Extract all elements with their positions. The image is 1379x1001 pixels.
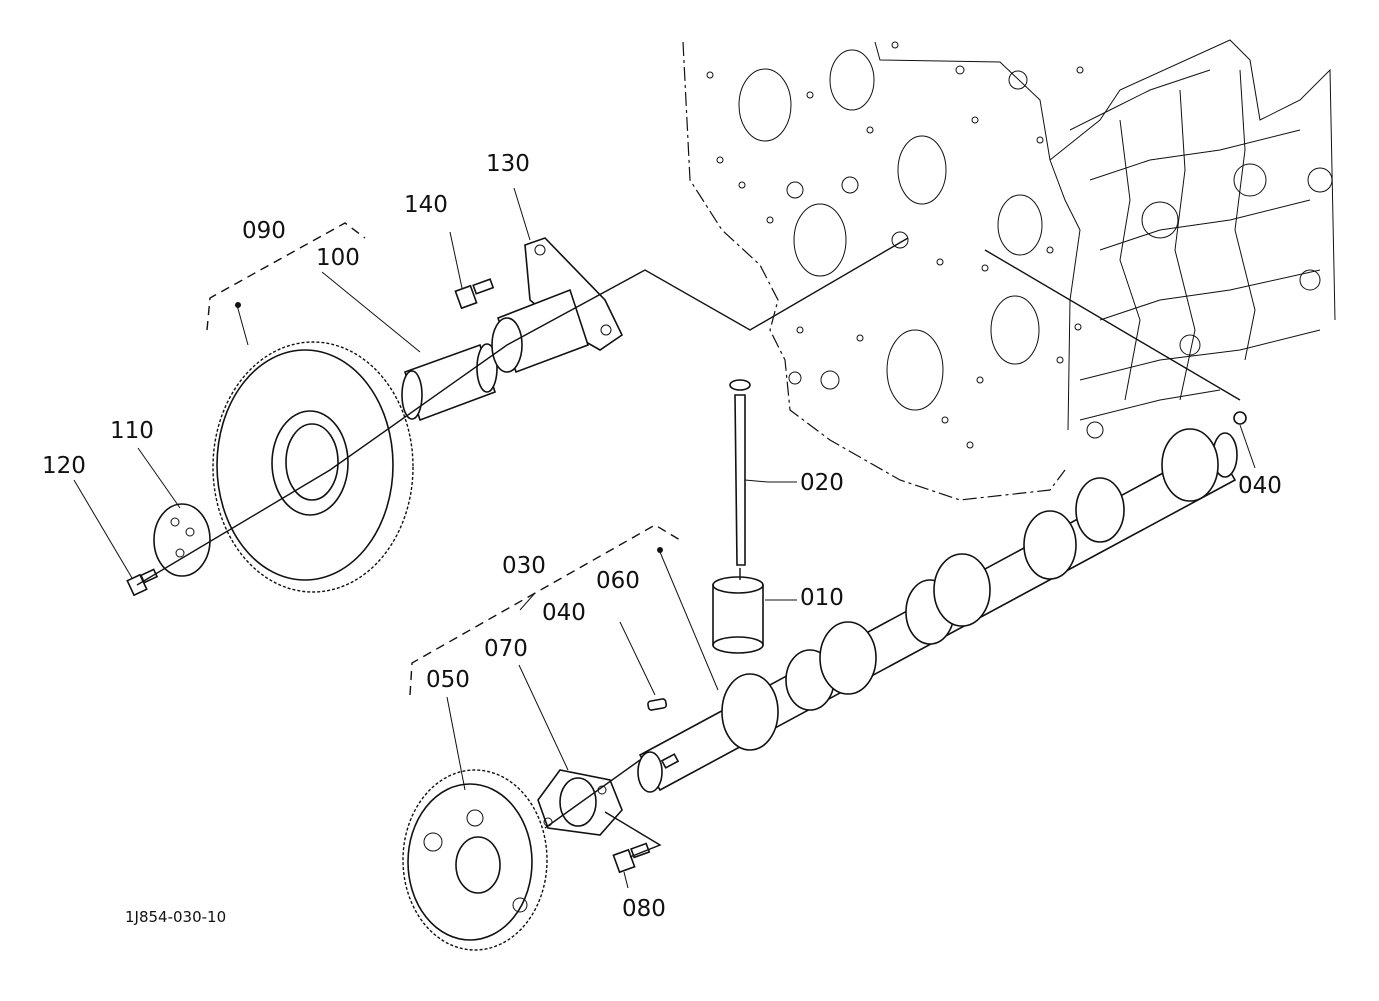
callout-040-left: 040: [542, 600, 586, 626]
callout-090: 090: [242, 218, 286, 244]
callout-100: 100: [316, 245, 360, 271]
callout-120: 120: [42, 453, 86, 479]
key-060: [647, 698, 668, 711]
engine-block: [682, 39, 1336, 501]
callout-010: 010: [800, 585, 844, 611]
callout-140: 140: [404, 192, 448, 218]
drawing-reference-number: 1J854-030-10: [125, 908, 226, 926]
bolt-080: [612, 842, 651, 874]
tappet-010: [712, 576, 764, 654]
camshaft-030: [637, 428, 1238, 793]
idle-gear-shaft-130: [491, 237, 624, 374]
callout-030: 030: [502, 553, 546, 579]
bolt-140: [454, 278, 495, 310]
idle-gear-090: [212, 341, 414, 593]
assembly-bracket-090: [206, 222, 366, 331]
callout-130: 130: [486, 151, 530, 177]
callout-070: 070: [484, 636, 528, 662]
callout-110: 110: [110, 418, 154, 444]
callout-040-right: 040: [1238, 473, 1282, 499]
thrust-plate-110: [153, 503, 211, 577]
callout-020: 020: [800, 470, 844, 496]
callout-060: 060: [596, 568, 640, 594]
cam-gear-050: [402, 769, 548, 951]
push-rod-020: [729, 379, 751, 566]
assembly-lines: [136, 237, 1247, 858]
callout-080: 080: [622, 896, 666, 922]
callout-050: 050: [426, 667, 470, 693]
leader-lines: [73, 187, 1256, 889]
